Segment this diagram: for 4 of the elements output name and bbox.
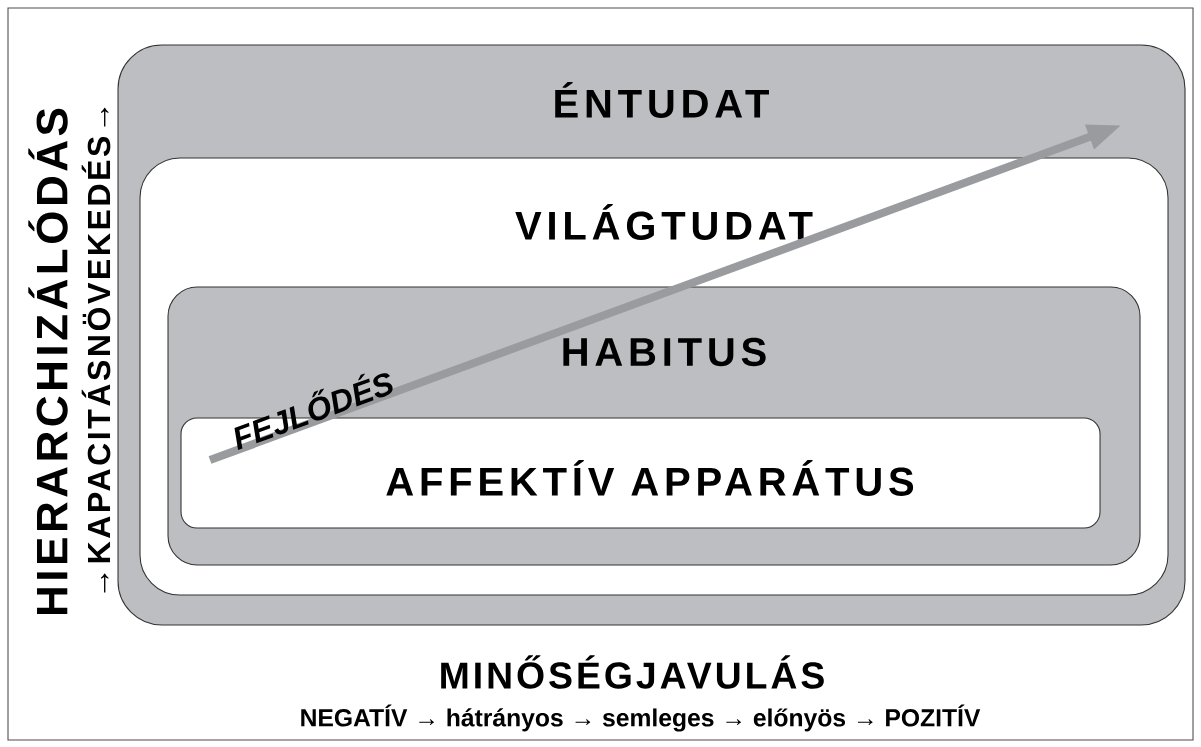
axis-label: MINŐSÉGJAVULÁS [441, 655, 824, 689]
vertical-label: →KAPACITÁSNÖVEKEDÉS→ [81, 107, 111, 593]
scale-label: NEGATÍV → hátrányos → semleges → előnyös → POZITÍV [301, 704, 981, 732]
vertical-label: HIERARCHIZÁLÓDÁS [28, 108, 68, 614]
